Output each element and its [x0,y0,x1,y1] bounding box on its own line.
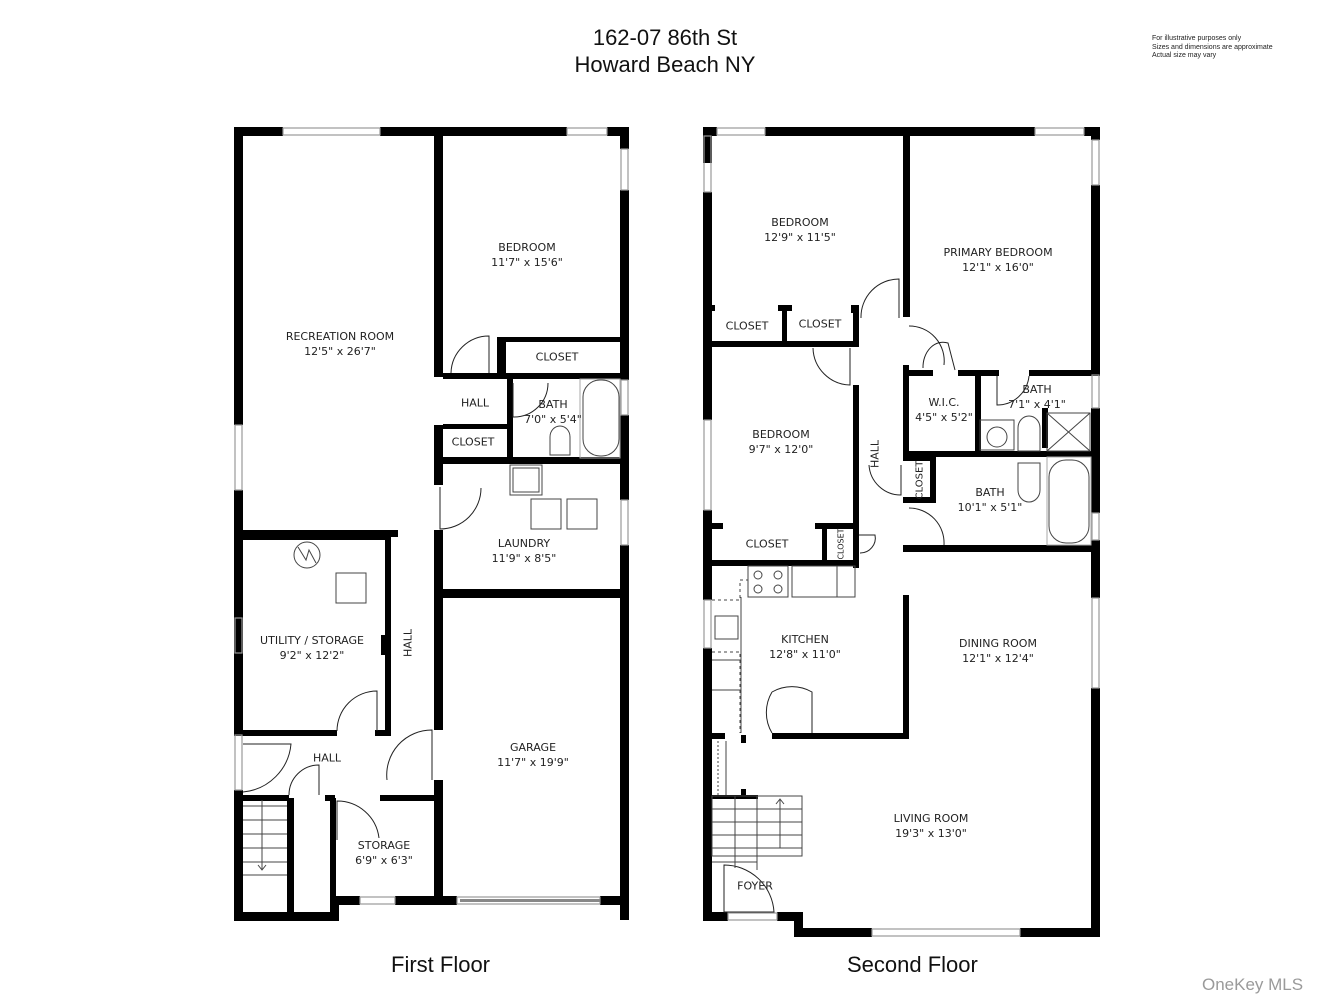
room-utility-storage: UTILITY / STORAGE 9'2" x 12'2" [260,633,364,663]
room-name: LIVING ROOM [893,812,969,825]
room-bath: BATH 7'0" x 5'4" [524,397,582,427]
room-name: BATH [1022,383,1052,396]
room-closet: CLOSET [799,317,842,332]
room-dimensions: 12'1" x 16'0" [962,261,1034,274]
room-bedroom: BEDROOM 9'7" x 12'0" [749,427,814,457]
room-hall: HALL [313,751,341,766]
room-name: BEDROOM [771,216,829,229]
room-dimensions: 9'7" x 12'0" [748,443,814,456]
first-floor-label: First Floor [391,952,490,977]
disclaimer-line: Actual size may vary [1152,52,1217,59]
room-name: LAUNDRY [497,537,551,550]
room-dimensions: 11'7" x 19'9" [497,756,569,769]
room-bedroom: BEDROOM 11'7" x 15'6" [491,240,563,270]
disclaimer: For illustrative purposes only Sizes and… [1152,35,1273,61]
room-closet-vertical: CLOSET [913,461,928,500]
room-walk-in-closet: W.I.C. 4'5" x 5'2" [915,395,973,425]
first-floor-windows [234,127,629,905]
room-name: CLOSET [745,537,789,551]
room-name: STORAGE [357,839,411,852]
room-dimensions: 4'5" x 5'2" [915,411,973,424]
room-name: CLOSET [725,319,769,333]
room-bath: BATH 7'1" x 4'1" [1008,382,1066,412]
room-dimensions: 12'9" x 11'5" [764,231,836,244]
room-name: GARAGE [509,741,557,754]
room-dimensions: 11'7" x 15'6" [491,256,563,269]
room-primary-bedroom: PRIMARY BEDROOM 12'1" x 16'0" [943,245,1052,275]
room-name: CLOSET [836,528,846,560]
room-name: BATH [975,486,1005,499]
second-floor-windows [703,127,1100,937]
room-bedroom: BEDROOM 12'9" x 11'5" [764,215,836,245]
room-garage: GARAGE 11'7" x 19'9" [497,740,569,770]
room-dimensions: 6'9" x 6'3" [355,854,413,867]
room-dimensions: 7'1" x 4'1" [1008,398,1066,411]
room-dimensions: 19'3" x 13'0" [895,827,967,840]
room-closet: CLOSET [726,319,769,334]
first-floor-doors [242,335,549,840]
room-name: W.I.C. [928,396,960,409]
room-hall-vertical: HALL [868,440,883,468]
room-dimensions: 12'1" x 12'4" [962,652,1034,665]
first-floor-walls [234,127,629,921]
room-closet: CLOSET [452,435,495,450]
room-dimensions: 10'1" x 5'1" [957,501,1023,514]
room-name: BEDROOM [752,428,810,441]
room-closet-vertical: CLOSET [834,528,849,559]
room-laundry: LAUNDRY 11'9" x 8'5" [492,536,557,566]
room-name: HALL [401,628,415,658]
room-hall-vertical: HALL [401,629,416,657]
room-name: CLOSET [914,460,926,500]
room-dimensions: 11'9" x 8'5" [491,552,557,565]
room-kitchen: KITCHEN 12'8" x 11'0" [769,632,841,662]
room-dimensions: 12'8" x 11'0" [769,648,841,661]
room-name: HALL [868,439,882,469]
room-name: CLOSET [535,350,579,364]
room-dimensions: 7'0" x 5'4" [524,413,582,426]
room-recreation-room: RECREATION ROOM 12'5" x 26'7" [286,329,394,359]
room-name: HALL [460,396,490,410]
room-name: CLOSET [798,317,842,331]
disclaimer-line: For illustrative purposes only [1152,35,1242,42]
room-name: CLOSET [451,435,495,449]
room-living-room: LIVING ROOM 19'3" x 13'0" [894,811,969,841]
second-floor-fixtures [711,412,1092,870]
disclaimer-line: Sizes and dimensions are approximate [1152,43,1273,51]
room-name: PRIMARY BEDROOM [943,246,1053,259]
second-floor-label: Second Floor [847,952,978,977]
second-floor-walls [703,127,1100,937]
room-name: UTILITY / STORAGE [260,634,364,647]
room-name: FOYER [737,879,773,893]
room-hall: HALL [461,396,489,411]
room-closet: CLOSET [536,350,579,365]
room-bath: BATH 10'1" x 5'1" [958,485,1023,515]
room-name: BATH [538,398,568,411]
address-line-1: 162-07 86th St [592,25,738,50]
room-name: RECREATION ROOM [285,330,395,343]
room-name: KITCHEN [781,633,829,646]
room-closet: CLOSET [746,537,789,552]
room-storage: STORAGE 6'9" x 6'3" [355,838,413,868]
room-dimensions: 9'2" x 12'2" [279,649,345,662]
room-name: DINING ROOM [959,637,1037,650]
watermark: OneKey MLS [1202,975,1304,994]
room-dimensions: 12'5" x 26'7" [304,345,376,358]
room-name: BEDROOM [498,241,556,254]
first-floor-fixtures [243,378,621,876]
address-line-2: Howard Beach NY [574,52,756,77]
room-foyer: FOYER [737,879,773,894]
room-name: HALL [312,751,342,765]
room-dining-room: DINING ROOM 12'1" x 12'4" [959,636,1037,666]
